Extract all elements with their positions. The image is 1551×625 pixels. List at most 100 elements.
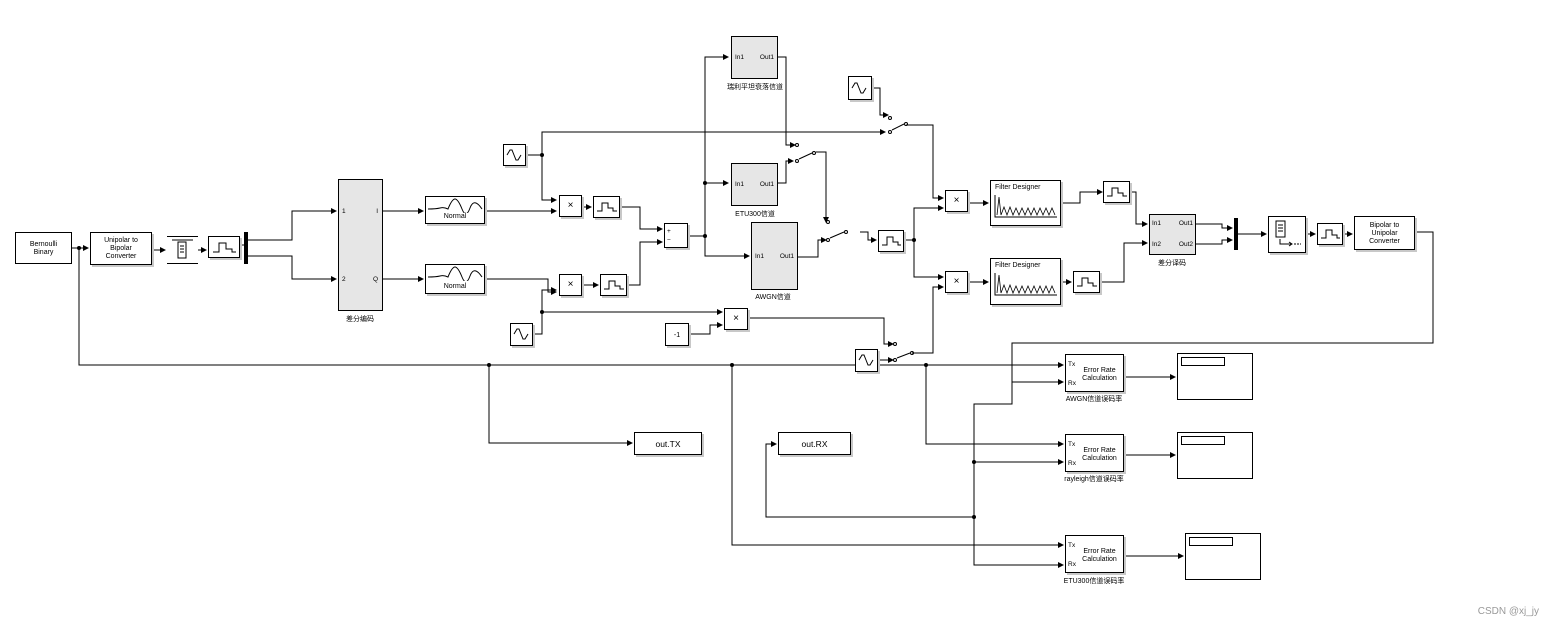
diff-decode-caption: 差分译码 [1158,260,1186,267]
display-etu300[interactable] [1185,533,1261,580]
sine-icon [858,354,874,366]
port-tx: Tx [1068,542,1076,549]
diff-encode-subsystem[interactable]: 1 2 I Q [338,179,383,311]
display-window [1181,357,1225,366]
unbuffer-icon [1275,220,1301,247]
port-in1: In1 [1152,220,1162,227]
product-demod-bottom[interactable]: × [945,271,968,293]
step-icon [213,242,236,253]
pulse-shape-icon [427,198,483,215]
port-in1: 1 [342,208,346,215]
display-awgn[interactable] [1177,353,1253,400]
product-symbol: × [567,279,574,290]
etu300-channel-subsystem[interactable]: In1 Out1 [731,163,778,206]
block-label: Normal [443,283,467,290]
zero-order-hold-7[interactable] [1317,223,1343,245]
mux-bar[interactable] [1234,218,1238,250]
block-label: -1 [673,332,681,339]
zero-order-hold-3[interactable] [600,274,627,296]
display-rayleigh[interactable] [1177,432,1253,479]
step-icon [882,236,901,246]
port-out-i: I [376,208,378,215]
filter-designer-top[interactable]: Filter Designer [990,180,1061,226]
zero-order-hold-5[interactable] [1103,181,1130,203]
block-label: out.TX [655,439,681,449]
block-label: Bipolar to Unipolar Converter [1369,222,1400,245]
port-in2: In2 [1152,241,1162,248]
product-neg[interactable]: × [724,308,748,330]
product-bottom[interactable]: × [559,274,582,296]
port-tx: Tx [1068,441,1076,448]
const-neg1-block[interactable]: -1 [665,323,689,346]
display-window [1181,436,1225,445]
out-rx-workspace[interactable]: out.RX [778,432,851,455]
error-rate-etu300[interactable]: Tx Rx Error Rate Calculation [1065,535,1124,573]
etu300-caption: ETU300信道 [735,211,775,218]
filter-response-icon [994,273,1057,296]
step-icon [597,202,617,212]
port-out1: Out1 [1178,220,1193,227]
out-tx-workspace[interactable]: out.TX [634,432,702,455]
block-label: Unipolar to Bipolar Converter [104,237,138,260]
error-rate-rayleigh-caption: rayleigh信道误码率 [1064,476,1124,483]
normal-filter-top[interactable]: Normal [425,196,485,224]
block-label: Error Rate Calculation [1082,367,1117,382]
product-symbol: × [953,195,960,206]
error-rate-awgn[interactable]: Tx Rx Error Rate Calculation [1065,354,1124,392]
bernoulli-binary-block[interactable]: Bernoulli Binary [15,232,72,264]
diff-decode-subsystem[interactable]: In1 In2 Out1 Out2 [1149,214,1196,255]
port-in1: In1 [735,54,745,61]
port-in1: In1 [755,253,765,260]
unbuffer-block[interactable] [1268,216,1306,253]
sine-wave-carrier-top[interactable] [848,76,872,100]
product-demod-top[interactable]: × [945,190,968,212]
step-icon [1321,229,1340,239]
error-rate-awgn-caption: AWGN信道误码率 [1065,396,1123,403]
diff-encode-caption: 差分编码 [346,316,374,323]
sine-wave-bottom[interactable] [510,323,533,346]
display-window [1189,537,1233,546]
rayleigh-caption: 瑞利平坦衰落信道 [727,84,783,91]
product-symbol: × [953,276,960,287]
port-out1: Out1 [759,181,774,188]
awgn-channel-subsystem[interactable]: In1 Out1 [751,222,798,290]
port-in2: 2 [342,276,346,283]
sum-minus-sign: − [667,237,671,244]
sine-wave-top[interactable] [503,144,526,166]
filter-response-icon [994,195,1057,218]
block-label: Error Rate Calculation [1082,447,1117,462]
demux-bar[interactable] [244,232,248,264]
block-label: Filter Designer [995,262,1041,269]
block-label: Error Rate Calculation [1082,548,1117,563]
watermark: CSDN @xj_jy [1477,606,1539,617]
buffer-icon [172,239,193,259]
sine-icon [506,149,522,161]
error-rate-etu300-caption: ETU300信道误码率 [1063,578,1125,585]
zero-order-hold-1[interactable] [208,236,240,258]
sine-wave-carrier-bottom[interactable] [855,349,878,372]
awgn-caption: AWGN信道 [755,294,791,301]
zero-order-hold-4[interactable] [878,230,904,252]
filter-designer-bottom[interactable]: Filter Designer [990,258,1061,305]
step-icon [1107,187,1127,197]
block-label: Normal [443,213,467,220]
switch-top [888,116,908,134]
step-icon [1077,277,1097,287]
buffer-block[interactable] [167,236,198,264]
sum-plus-sign: + [667,228,671,235]
unipolar-to-bipolar-block[interactable]: Unipolar to Bipolar Converter [90,232,152,265]
normal-filter-bottom[interactable]: Normal [425,264,485,294]
zero-order-hold-2[interactable] [593,196,620,218]
product-top[interactable]: × [559,195,582,217]
rayleigh-channel-subsystem[interactable]: In1 Out1 [731,36,778,79]
sum-block[interactable]: + − [664,223,688,248]
port-out-q: Q [372,276,378,283]
error-rate-rayleigh[interactable]: Tx Rx Error Rate Calculation [1065,434,1124,472]
bipolar-to-unipolar-block[interactable]: Bipolar to Unipolar Converter [1354,216,1415,250]
block-label: Filter Designer [995,184,1041,191]
port-rx: Rx [1068,380,1076,387]
zero-order-hold-6[interactable] [1073,271,1100,293]
product-symbol: × [567,200,574,211]
